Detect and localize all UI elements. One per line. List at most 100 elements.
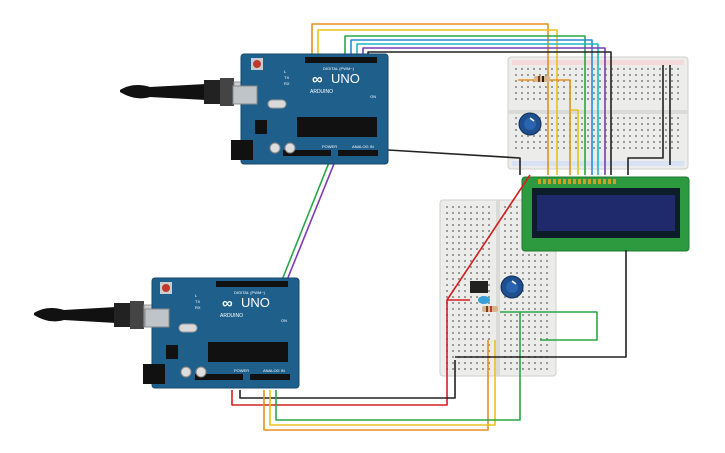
breadboard-hole [488,326,490,328]
breadboard-hole [510,236,512,238]
breadboard-hole [527,80,529,82]
breadboard-hole [458,302,460,304]
lcd-pin [603,179,606,184]
breadboard-hole [488,338,490,340]
breadboard-hole [539,68,541,70]
breadboard-hole [488,206,490,208]
breadboard-hole [504,260,506,262]
breadboard-hole [617,86,619,88]
breadboard-hole [653,86,655,88]
breadboard-hole [470,338,472,340]
arduino-top[interactable]: ∞ UNO ARDUINO DIGITAL (PWM~) POWER ANALO… [120,53,389,165]
breadboard-hole [504,236,506,238]
breadboard-hole [605,86,607,88]
breadboard-hole [546,332,548,334]
breadboard-hole [611,141,613,143]
breadboard-hole [521,92,523,94]
breadboard-hole [671,135,673,137]
breadboard-hole [629,98,631,100]
breadboard-hole [515,98,517,100]
breadboard-hole [476,236,478,238]
breadboard-hole [488,302,490,304]
breadboard-hole [540,284,542,286]
breadboard-hole [476,350,478,352]
breadboard-hole [635,129,637,131]
breadboard-hole [446,236,448,238]
arduino-bottom[interactable]: ∞ UNO ARDUINO DIGITAL (PWM~) POWER ANALO… [34,277,300,389]
reset-button-icon[interactable] [160,282,172,294]
breadboard-hole [677,129,679,131]
breadboard-hole [617,92,619,94]
breadboard-hole [540,320,542,322]
breadboard-hole [575,92,577,94]
breadboard-hole [482,272,484,274]
breadboard-hole [593,80,595,82]
breadboard-hole [464,332,466,334]
breadboard-hole [581,80,583,82]
breadboard-hole [464,314,466,316]
breadboard-hole [458,230,460,232]
breadboard-hole [452,230,454,232]
breadboard-hole [510,266,512,268]
breadboard-hole [522,296,524,298]
breadboard-hole [623,92,625,94]
breadboard-hole [545,86,547,88]
breadboard-hole [629,86,631,88]
breadboard-hole [605,123,607,125]
breadboard-hole [510,230,512,232]
breadboard-hole [515,80,517,82]
breadboard-hole [653,92,655,94]
breadboard-hole [546,338,548,340]
breadboard-hole [470,302,472,304]
breadboard-hole [446,272,448,274]
breadboard-hole [540,296,542,298]
breadboard-hole [671,86,673,88]
breadboard-hole [476,230,478,232]
ic-chip [470,281,488,293]
breadboard-hole [557,86,559,88]
breadboard-hole [641,68,643,70]
breadboard-hole [458,218,460,220]
breadboard-hole [528,290,530,292]
breadboard-hole [504,344,506,346]
breadboard-hole [488,368,490,370]
breadboard-hole [546,308,548,310]
breadboard-hole [476,272,478,274]
breadboard-hole [458,266,460,268]
potentiometer-icon[interactable] [518,112,542,136]
breadboard-hole [563,135,565,137]
reset-button-icon[interactable] [251,58,263,70]
breadboard-hole [522,290,524,292]
breadboard-hole [516,254,518,256]
breadboard-hole [534,320,536,322]
breadboard-hole [599,147,601,149]
breadboard-hole [446,296,448,298]
board-brand: ARDUINO [220,313,243,319]
breadboard-hole [557,135,559,137]
breadboard-hole [521,141,523,143]
analog-label: ANALOG IN [352,144,374,149]
breadboard-hole [593,98,595,100]
lcd-module[interactable] [521,176,690,252]
breadboard-hole [510,206,512,208]
breadboard-hole [504,218,506,220]
breadboard-hole [452,362,454,364]
breadboard-hole [677,117,679,119]
breadboard-hole [551,147,553,149]
breadboard-hole [665,123,667,125]
breadboard-hole [515,74,517,76]
breadboard-hole [452,266,454,268]
breadboard-hole [641,74,643,76]
breadboard-hole [623,129,625,131]
breadboard-hole [581,68,583,70]
breadboard-hole [516,242,518,244]
breadboard-hole [521,135,523,137]
breadboard-hole [546,290,548,292]
breadboard-hole [521,98,523,100]
breadboard-hole [522,332,524,334]
potentiometer-icon[interactable] [500,275,524,299]
breadboard-hole [482,344,484,346]
breadboard-hole [647,117,649,119]
breadboard-hole [516,308,518,310]
